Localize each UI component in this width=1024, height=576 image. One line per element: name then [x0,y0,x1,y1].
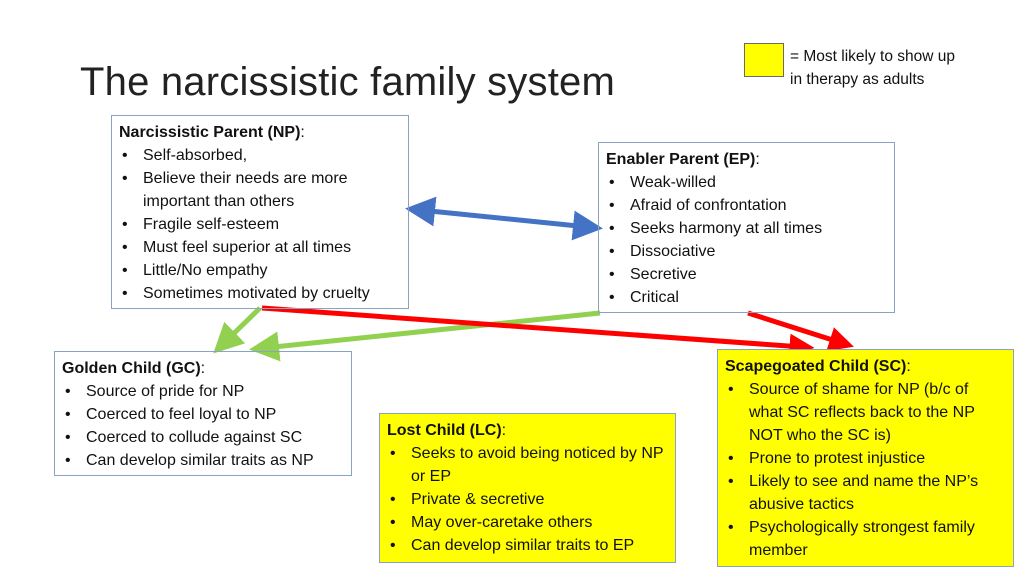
list-item: Coerced to collude against SC [62,426,344,449]
page-title: The narcissistic family system [80,60,615,104]
lc-list: Seeks to avoid being noticed by NP or EP… [387,442,668,557]
sc-title: Scapegoated Child (SC) [725,358,907,375]
arrow-ep-gc [249,310,601,362]
list-item: Dissociative [606,240,887,263]
list-item: Likely to see and name the NP’s abusive … [725,470,1006,516]
list-item: Critical [606,286,887,309]
legend-swatch [744,43,784,77]
box-enabler-parent: Enabler Parent (EP): Weak-willed Afraid … [598,142,895,313]
list-item: Source of shame for NP (b/c of what SC r… [725,378,1006,447]
list-item: Source of pride for NP [62,380,344,403]
list-item: Seeks harmony at all times [606,217,887,240]
box-scapegoated-child: Scapegoated Child (SC): Source of shame … [717,349,1014,567]
lc-title: Lost Child (LC) [387,422,502,439]
list-item: Coerced to feel loyal to NP [62,403,344,426]
list-item: Can develop similar traits as NP [62,449,344,472]
list-item: Can develop similar traits to EP [387,534,668,557]
sc-list: Source of shame for NP (b/c of what SC r… [725,378,1006,562]
list-item: May over-caretake others [387,511,668,534]
box-narcissistic-parent: Narcissistic Parent (NP): Self-absorbed,… [111,115,409,309]
list-item: Prone to protest injustice [725,447,1006,470]
gc-list: Source of pride for NP Coerced to feel l… [62,380,344,472]
list-item: Sometimes motivated by cruelty [119,282,401,305]
list-item: Afraid of confrontation [606,194,887,217]
list-item: Private & secretive [387,488,668,511]
legend-text: = Most likely to show up in therapy as a… [790,48,955,88]
box-lost-child: Lost Child (LC): Seeks to avoid being no… [379,413,676,563]
list-item: Weak-willed [606,171,887,194]
ep-title: Enabler Parent (EP) [606,151,756,168]
list-item: Psychologically strongest family member [725,516,1006,562]
list-item: Little/No empathy [119,259,401,282]
list-item: Self-absorbed, [119,144,401,167]
arrow-np-ep [405,196,603,241]
list-item: Secretive [606,263,887,286]
list-item: Must feel superior at all times [119,236,401,259]
gc-title: Golden Child (GC) [62,360,201,377]
arrow-np-gc [213,306,262,354]
list-item: Seeks to avoid being noticed by NP or EP [387,442,668,488]
np-list: Self-absorbed, Believe their needs are m… [119,144,401,305]
np-title: Narcissistic Parent (NP) [119,124,301,141]
list-item: Fragile self-esteem [119,213,401,236]
arrow-np-sc [261,305,815,359]
list-item: Believe their needs are more important t… [119,167,401,213]
ep-list: Weak-willed Afraid of confrontation Seek… [606,171,887,309]
arrow-ep-sc [747,310,854,352]
box-golden-child: Golden Child (GC): Source of pride for N… [54,351,352,476]
